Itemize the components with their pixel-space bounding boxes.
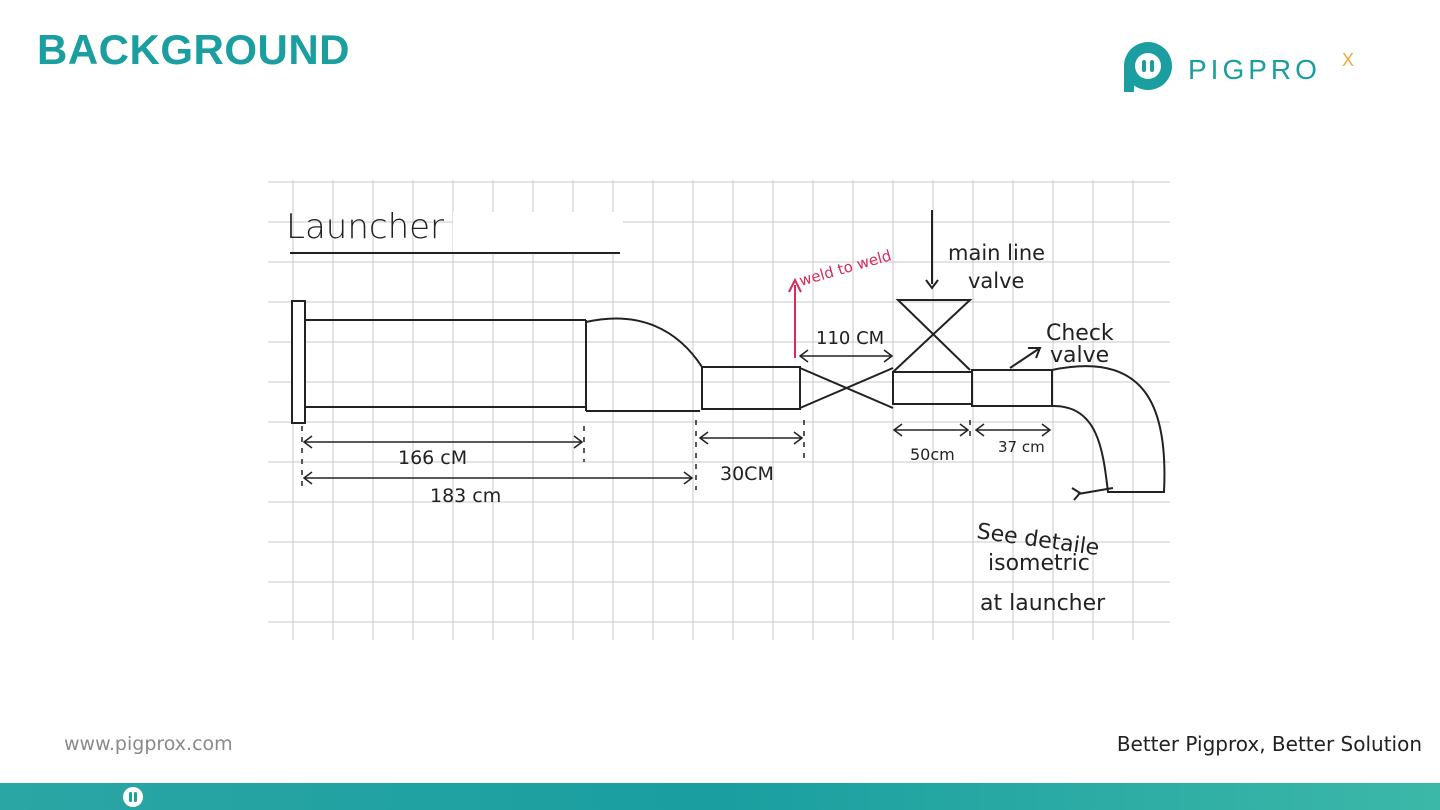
pipe-drawing [291, 210, 1166, 501]
brand-logo: PIGPRO X [1120, 38, 1380, 98]
ball-valve [799, 367, 894, 409]
detail-label-2: isometric [988, 551, 1090, 576]
grid-paper [268, 180, 1170, 640]
dim-110: 110 CM [816, 328, 884, 349]
weld-label: weld to weld [797, 246, 893, 289]
dim-30: 30CM [720, 463, 774, 485]
dimension-lines [301, 349, 1052, 490]
spool-piece [701, 366, 801, 410]
detail-label-3: at launcher [980, 591, 1106, 616]
check-valve [971, 369, 1053, 407]
logo-wordmark: PIGPRO [1188, 54, 1321, 85]
check-valve-label-2: valve [1050, 343, 1109, 368]
main-line-valve [892, 299, 973, 373]
heading-whiteout [453, 212, 623, 252]
pigprox-logo-icon [1124, 42, 1172, 92]
elbow [1051, 365, 1166, 493]
check-leader [1009, 347, 1042, 369]
end-flange [291, 300, 306, 424]
launcher-sketch: Launcher weld to weld main line valve Ch… [268, 180, 1170, 640]
check-valve-label-1: Check [1046, 321, 1114, 346]
detail-leader [1071, 487, 1114, 501]
reducer [585, 317, 703, 368]
slide-title: BACKGROUND [37, 26, 350, 73]
bottom-bar [0, 783, 1440, 810]
dim-37: 37 cm [998, 438, 1045, 456]
footer-tagline: Better Pigprox, Better Solution [1116, 732, 1422, 756]
dim-166: 166 cM [398, 447, 467, 469]
sketch-heading: Launcher [286, 207, 444, 247]
dim-183: 183 cm [430, 485, 501, 507]
logo-suffix: X [1342, 50, 1355, 70]
main-valve-label-1: main line [948, 241, 1045, 265]
weld-annotation [788, 277, 802, 358]
pigprox-small-icon [123, 787, 143, 807]
main-valve-label-2: valve [968, 269, 1024, 293]
dim-50: 50cm [910, 445, 955, 464]
footer-url[interactable]: www.pigprox.com [64, 733, 233, 755]
